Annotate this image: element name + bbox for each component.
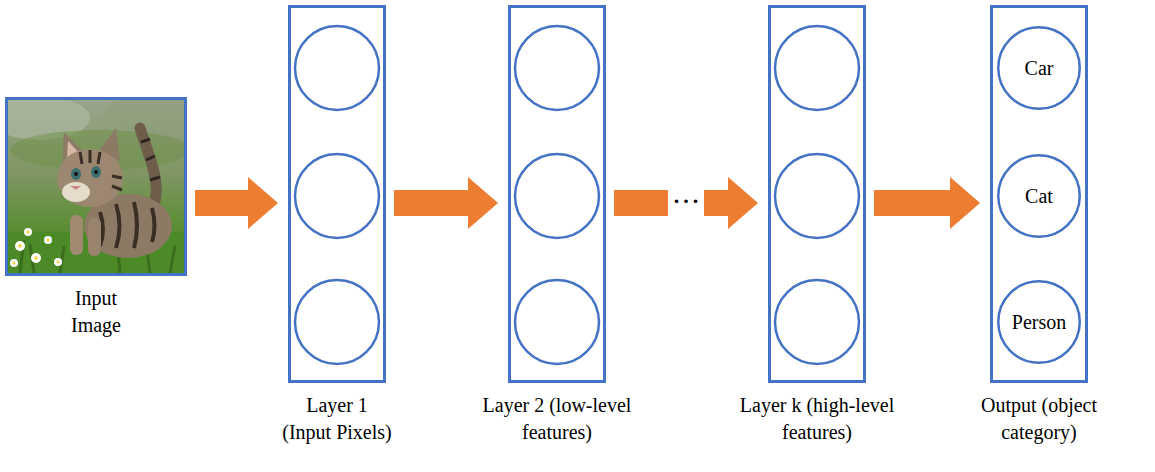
neuron-circle xyxy=(515,280,599,364)
circle-outline xyxy=(998,27,1079,108)
layer-caption: Layer 1 (Input Pixels) xyxy=(280,392,394,446)
neuron-circle xyxy=(515,26,599,110)
neuron-circle xyxy=(295,26,379,110)
kitten-pupil xyxy=(74,172,78,176)
ellipsis-label: ... xyxy=(668,181,705,219)
daisy xyxy=(15,241,25,251)
daisies xyxy=(10,228,62,267)
kitten-eye xyxy=(71,168,81,180)
block-arrow xyxy=(195,177,278,229)
neuron-circle xyxy=(295,280,379,364)
daisy-centre xyxy=(18,244,22,248)
daisy-centres xyxy=(13,231,60,265)
body-stripes xyxy=(100,202,155,248)
neuron-circle xyxy=(295,154,379,238)
block-arrow xyxy=(394,177,498,229)
layer-caption: Layer k (high-level features) xyxy=(725,392,910,446)
daisy-centre xyxy=(47,239,50,242)
layer-box: Layer 1 (Input Pixels) xyxy=(288,5,386,383)
class-label: Car xyxy=(1025,56,1054,80)
block-arrow xyxy=(874,177,980,229)
kitten-pupil xyxy=(94,170,98,174)
kitten-photo xyxy=(8,100,184,273)
output-neuron: Car xyxy=(997,26,1081,110)
neuron-circle xyxy=(775,154,859,238)
daisy xyxy=(44,236,52,244)
output-neuron: Person xyxy=(997,280,1081,364)
daisy-centre xyxy=(34,256,38,260)
layer-caption: Layer 2 (low-level features) xyxy=(470,392,645,446)
daisy xyxy=(10,259,18,267)
daisy-centre xyxy=(13,262,16,265)
neuron-circle xyxy=(775,26,859,110)
class-label: Person xyxy=(1012,310,1066,334)
layer-box: Layer 2 (low-level features) xyxy=(508,5,606,383)
daisy-centre xyxy=(27,231,30,234)
class-label: Cat xyxy=(1025,184,1053,208)
kitten-leg xyxy=(88,218,101,256)
daisy xyxy=(24,228,32,236)
kitten-nose xyxy=(70,186,81,190)
daisy-centre xyxy=(57,261,60,264)
neuron-circles xyxy=(295,26,859,364)
head-stripes xyxy=(80,150,122,190)
kitten-head xyxy=(57,149,123,207)
neuron-circle xyxy=(515,154,599,238)
daisy xyxy=(31,253,41,263)
circle-outline xyxy=(998,281,1079,362)
neuron-circle xyxy=(775,280,859,364)
layer-box: Layer k (high-level features) xyxy=(768,5,866,383)
input-image-frame: Input Image xyxy=(5,97,187,276)
circle-outline xyxy=(998,155,1079,236)
output-box: Output (object category)CarCatPerson xyxy=(990,5,1088,383)
layer-caption: Input Image xyxy=(56,285,136,339)
daisy xyxy=(54,258,62,266)
layer-caption: Output (object category) xyxy=(964,392,1114,446)
output-neuron: Cat xyxy=(997,154,1081,238)
kitten-leg xyxy=(70,215,83,255)
kitten-eye xyxy=(91,166,101,178)
block-arrow xyxy=(614,177,758,229)
kitten-muzzle xyxy=(62,182,90,202)
tail-stripes xyxy=(141,139,160,180)
